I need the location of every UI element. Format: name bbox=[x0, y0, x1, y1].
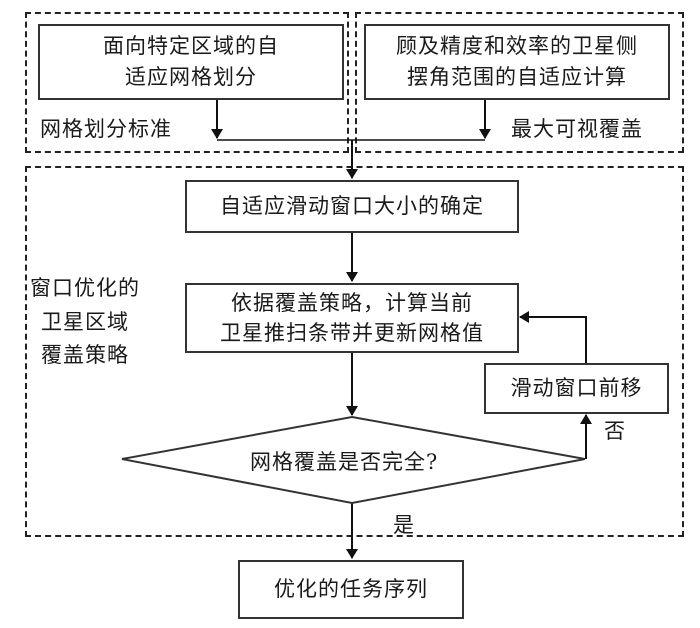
box-line: 顾及精度和效率的卫星侧 bbox=[396, 33, 638, 58]
arrow-loop-back bbox=[519, 311, 587, 363]
label-line: 覆盖策略 bbox=[41, 343, 129, 368]
coverage-update-step-box: 依据覆盖策略，计算当前 卫星推扫条带并更新网格值 bbox=[185, 283, 519, 353]
label-line: 窗口优化的 bbox=[30, 276, 140, 300]
grid-division-group bbox=[25, 12, 349, 153]
box-line: 面向特定区域的自 bbox=[103, 33, 279, 58]
optimized-task-sequence-box: 优化的任务序列 bbox=[238, 560, 464, 619]
label-line: 卫星区域 bbox=[41, 309, 129, 334]
window-optimization-group bbox=[25, 166, 684, 537]
output-text: 优化的任务序列 bbox=[274, 576, 428, 601]
grid-standard-label: 网格划分标准 bbox=[40, 117, 172, 141]
step-text: 卫星推扫条带并更新网格值 bbox=[220, 321, 484, 345]
slide-window-forward-box: 滑动窗口前移 bbox=[484, 363, 669, 414]
window-size-step-box: 自适应滑动窗口大小的确定 bbox=[185, 180, 519, 233]
decision-diamond bbox=[121, 415, 586, 505]
yes-branch-label: 是 bbox=[393, 513, 415, 537]
step-text: 依据覆盖策略，计算当前 bbox=[231, 290, 473, 315]
step-text: 滑动窗口前移 bbox=[510, 375, 643, 400]
swing-angle-group bbox=[355, 12, 684, 153]
step-text: 自适应滑动窗口大小的确定 bbox=[220, 193, 484, 218]
box-line: 适应网格划分 bbox=[125, 65, 257, 89]
adaptive-grid-division-box: 面向特定区域的自 适应网格划分 bbox=[38, 24, 344, 100]
max-coverage-label: 最大可视覆盖 bbox=[511, 117, 643, 141]
no-branch-label: 否 bbox=[604, 419, 626, 443]
decision-text: 网格覆盖是否完全? bbox=[250, 450, 439, 474]
box-line: 摆角范围的自适应计算 bbox=[407, 65, 627, 89]
swing-angle-calculation-box: 顾及精度和效率的卫星侧 摆角范围的自适应计算 bbox=[364, 24, 670, 100]
window-optimization-label: 窗口优化的 卫星区域 覆盖策略 bbox=[30, 272, 140, 373]
